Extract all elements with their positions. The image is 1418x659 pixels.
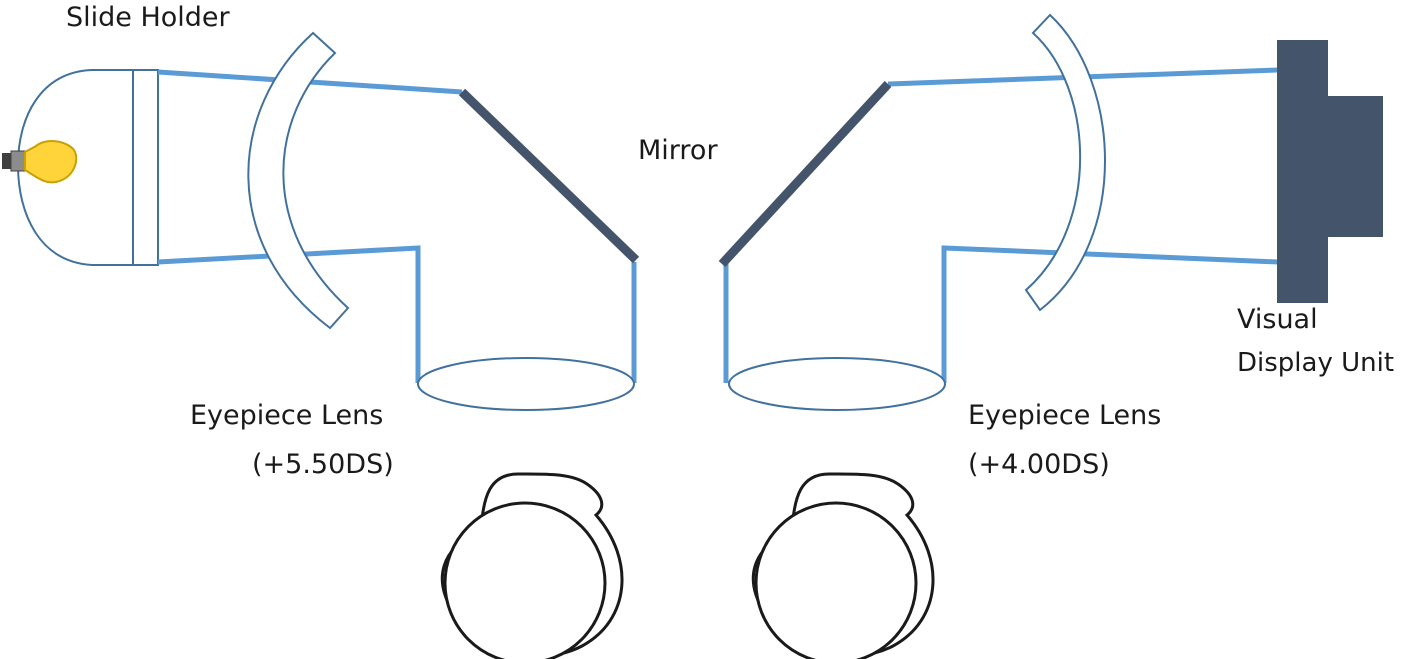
lightbulb-icon [2, 140, 78, 184]
slide-holder [132, 69, 159, 266]
curved-lens-left [247, 31, 350, 330]
visual-display-unit-screen [1277, 40, 1328, 303]
eyepiece-lens-left-label: Eyepiece Lens [190, 400, 384, 431]
mirror-left [458, 88, 640, 264]
eyepiece-lens-left [417, 357, 635, 411]
curved-lens-right [1024, 13, 1106, 312]
light-path-right-lower [941, 245, 1279, 383]
mirror-label: Mirror [638, 135, 718, 166]
eyepiece-lens-left-power: (+5.50DS) [252, 449, 394, 480]
eyepiece-lens-right-power: (+4.00DS) [968, 449, 1110, 480]
eye-right [751, 472, 935, 659]
light-path-left-lower [157, 245, 421, 383]
eyepiece-lens-right [728, 357, 946, 411]
visual-display-unit-label-line1: Visual [1237, 304, 1318, 335]
visual-display-unit-label-line2: Display Unit [1237, 348, 1395, 378]
slide-holder-label: Slide Holder [66, 2, 230, 33]
eye-left [440, 472, 624, 659]
mirror-right [718, 80, 892, 268]
eyepiece-lens-right-label: Eyepiece Lens [968, 400, 1162, 431]
visual-display-unit-base [1328, 96, 1383, 237]
